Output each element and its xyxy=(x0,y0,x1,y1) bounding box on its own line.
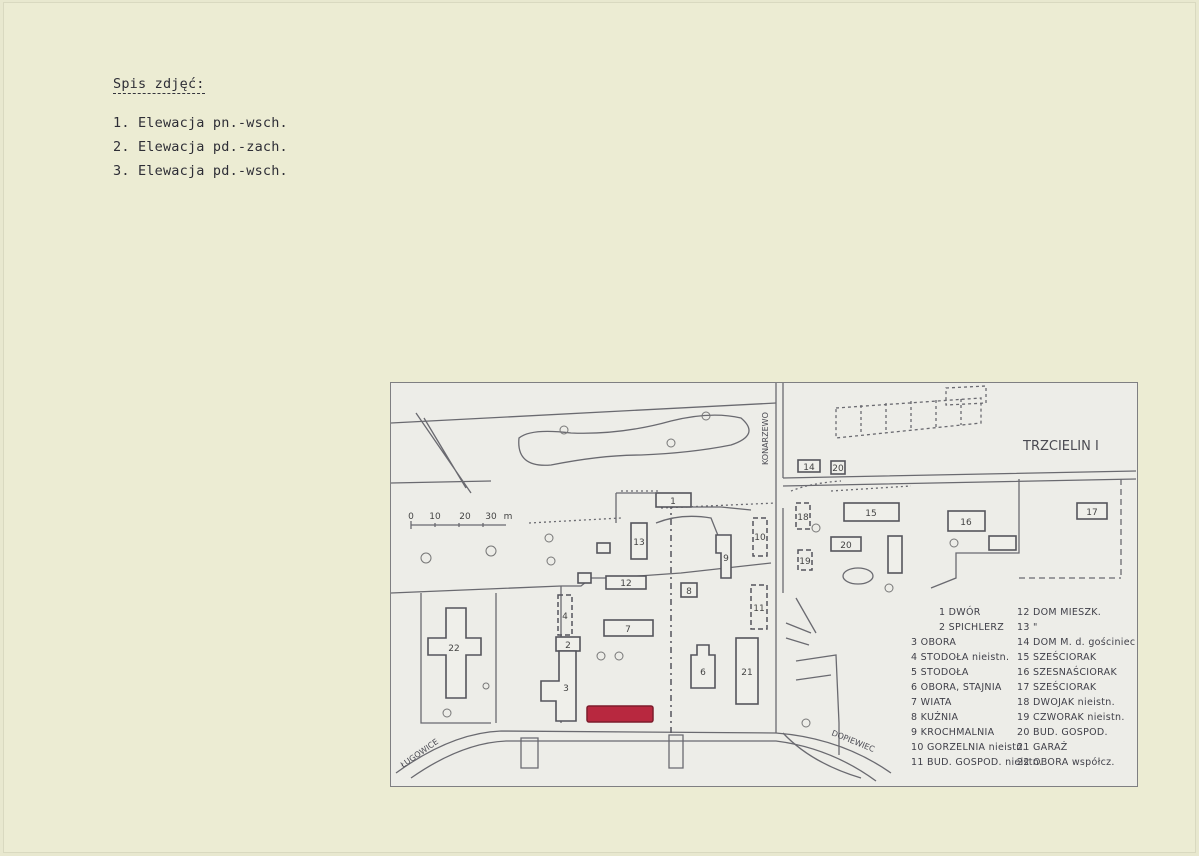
building-17 xyxy=(1076,502,1108,520)
legend-item: 22 OBORA współcz. xyxy=(1017,757,1115,768)
legend-item: 14 DOM M. d. gościniec xyxy=(1017,637,1135,648)
legend-item: 16 SZESNAŚCIORAK xyxy=(1017,666,1117,678)
legend-item: 1 DWÓR xyxy=(939,606,981,618)
svg-text:9: 9 xyxy=(723,554,729,564)
legend-item: 4 STODOŁA nieistn. xyxy=(911,652,1009,663)
photo-list: 1. Elewacja pn.-wsch. 2. Elewacja pd.-za… xyxy=(113,114,288,186)
pond xyxy=(518,414,750,466)
svg-text:7: 7 xyxy=(625,625,631,635)
svg-text:13: 13 xyxy=(633,538,644,548)
svg-text:4: 4 xyxy=(562,612,568,622)
svg-text:10: 10 xyxy=(754,533,766,543)
svg-text:17: 17 xyxy=(1086,508,1097,518)
svg-text:30: 30 xyxy=(485,512,497,522)
svg-text:19: 19 xyxy=(799,557,811,567)
building-19 xyxy=(797,549,813,571)
building-12 xyxy=(605,575,647,590)
building-21 xyxy=(735,637,759,705)
konarzewo-road xyxy=(775,383,784,733)
road-label-dopiewiec: DOPIEWIEC xyxy=(830,729,876,755)
svg-text:12: 12 xyxy=(620,579,631,589)
building-20-east xyxy=(988,535,1017,551)
legend-item: 13 " xyxy=(1017,622,1038,633)
svg-text:3: 3 xyxy=(563,684,569,694)
legend-item: 15 SZEŚCIORAK xyxy=(1017,651,1097,663)
building-9 xyxy=(715,534,732,579)
building-7 xyxy=(603,619,654,637)
svg-text:2: 2 xyxy=(565,641,571,651)
building-22 xyxy=(427,607,482,699)
legend-item: 20 BUD. GOSPOD. xyxy=(1017,727,1108,738)
photo-list-heading: Spis zdjęć: xyxy=(113,76,205,94)
building-1 xyxy=(655,492,692,508)
photo-list-item: 2. Elewacja pd.-zach. xyxy=(113,139,288,155)
svg-text:20: 20 xyxy=(840,541,852,551)
building-13 xyxy=(630,522,648,560)
north-arrow xyxy=(415,412,472,494)
site-plan: TRZCIELIN I 0 10 20 30 m 1 13 12 xyxy=(390,382,1138,787)
svg-text:21: 21 xyxy=(741,668,752,678)
legend-item: 9 KROCHMALNIA xyxy=(911,727,995,738)
building-16 xyxy=(947,510,986,532)
building-11 xyxy=(750,584,768,630)
legend-item: 18 DWOJAK nieistn. xyxy=(1017,697,1115,708)
svg-text:6: 6 xyxy=(700,668,706,678)
north-road-edge xyxy=(391,402,777,424)
legend-item: 17 SZEŚCIORAK xyxy=(1017,681,1097,693)
legend-item: 5 STODOŁA xyxy=(911,667,969,678)
east-road xyxy=(782,470,1137,487)
legend-item: 7 WIATA xyxy=(911,697,952,708)
legend-item: 12 DOM MIESZK. xyxy=(1017,607,1101,618)
svg-text:16: 16 xyxy=(960,518,972,528)
legend-item: 6 OBORA, STAJNIA xyxy=(911,682,1002,693)
photo-list-item: 3. Elewacja pd.-wsch. xyxy=(113,163,288,179)
svg-text:18: 18 xyxy=(797,513,809,523)
legend-item: 21 GARAŻ xyxy=(1017,742,1068,753)
building-20-north xyxy=(830,460,846,475)
building-5-highlighted xyxy=(586,705,654,723)
svg-text:22: 22 xyxy=(448,644,459,654)
building-8 xyxy=(680,582,698,598)
road-label-lugowice: ŁUGOWICE xyxy=(398,737,440,770)
svg-text:10: 10 xyxy=(429,512,441,522)
svg-text:1: 1 xyxy=(670,497,676,507)
svg-text:0: 0 xyxy=(408,512,414,522)
building-4 xyxy=(557,594,573,636)
south-road xyxy=(395,730,892,774)
building-20 xyxy=(830,536,862,552)
place-name: TRZCIELIN I xyxy=(1022,439,1099,454)
building-3 xyxy=(540,650,577,722)
legend-item: 11 BUD. GOSPOD. nieistn. xyxy=(911,757,1042,768)
legend-item: 2 SPICHLERZ xyxy=(939,622,1004,633)
road-label-konarzewo: KONARZEWO xyxy=(761,412,770,465)
building-10 xyxy=(752,517,768,557)
legend-item: 8 KUŹNIA xyxy=(911,711,959,723)
trees xyxy=(420,523,959,728)
building-14 xyxy=(797,459,821,473)
svg-text:15: 15 xyxy=(865,509,876,519)
field-hatching xyxy=(835,385,987,439)
legend-item: 3 OBORA xyxy=(911,637,956,648)
svg-text:11: 11 xyxy=(753,604,764,614)
legend-item: 10 GORZELNIA nieistn. xyxy=(911,742,1026,753)
legend-item: 19 CZWORAK nieistn. xyxy=(1017,712,1125,723)
scale-bar: 0 10 20 30 m xyxy=(408,512,512,529)
svg-text:m: m xyxy=(504,512,513,522)
legend: 1 DWÓR 2 SPICHLERZ 3 OBORA 4 STODOŁA nie… xyxy=(911,606,1135,768)
svg-text:20: 20 xyxy=(832,464,844,474)
site-plan-drawing: TRZCIELIN I 0 10 20 30 m 1 13 12 xyxy=(391,383,1137,782)
building-18 xyxy=(795,502,811,530)
svg-text:20: 20 xyxy=(459,512,471,522)
svg-text:8: 8 xyxy=(686,587,692,597)
building-15 xyxy=(843,502,900,522)
photo-list-item: 1. Elewacja pn.-wsch. xyxy=(113,115,288,131)
svg-text:14: 14 xyxy=(803,463,815,473)
building-6 xyxy=(690,644,716,689)
